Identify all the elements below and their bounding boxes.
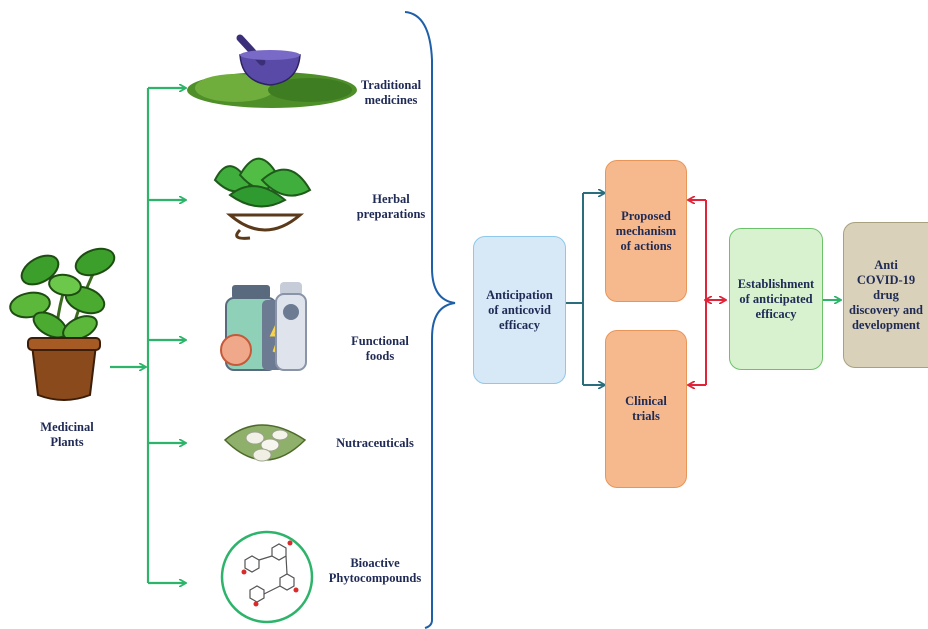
establishment-box: Establishment of anticipated efficacy: [729, 228, 823, 370]
mechanism-box: Proposed mechanism of actions: [605, 160, 687, 302]
category-label-traditional: Traditional medicines: [360, 78, 422, 107]
phytocompound-molecules-icon: [220, 530, 314, 624]
functional-foods-icon: [220, 282, 307, 371]
category-label-herbal: Herbal preparations: [356, 192, 426, 221]
category-label-functional: Functional foods: [351, 334, 409, 363]
category-label-bioactive: Bioactive Phytocompounds: [328, 556, 422, 585]
nutraceutical-pills-icon: [223, 424, 307, 462]
herbal-bowl-icon: [213, 157, 312, 240]
clinical-trials-box: Clinical trials: [605, 330, 687, 488]
outcome-box: Anti COVID-19 drug discovery and develop…: [843, 222, 928, 368]
anticipation-box: Anticipation of anticovid efficacy: [473, 236, 566, 384]
category-brace: [404, 11, 456, 629]
category-label-nutraceuticals: Nutraceuticals: [336, 436, 414, 450]
medicinal-plants-label: Medicinal Plants: [40, 420, 94, 449]
mortar-herbs-icon: [187, 34, 357, 108]
potted-plant-icon: [9, 247, 116, 401]
